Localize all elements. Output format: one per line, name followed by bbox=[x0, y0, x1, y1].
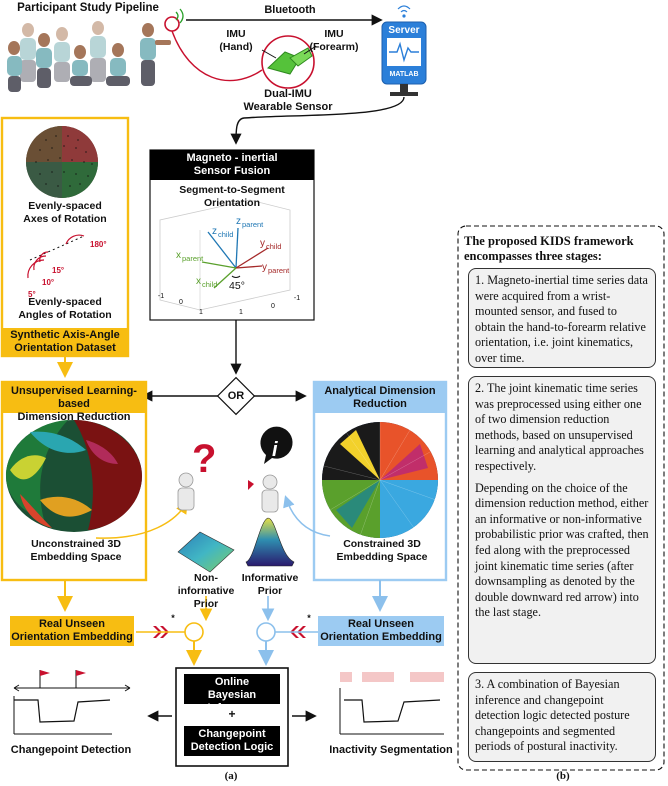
unconstrained-embedding-blob bbox=[6, 420, 142, 532]
kids-stage-2: 2. The joint kinematic time series was p… bbox=[468, 376, 656, 664]
svg-text:child: child bbox=[266, 242, 281, 251]
downsample-star: * bbox=[307, 613, 311, 623]
plot-tick: -1 bbox=[293, 295, 301, 302]
imu-forearm-label: IMU (Forearm) bbox=[309, 28, 359, 53]
svg-text:child: child bbox=[202, 280, 217, 289]
fusion-title: Magneto - inertial Sensor Fusion bbox=[150, 150, 314, 180]
participant-figures bbox=[7, 21, 171, 92]
svg-text:parent: parent bbox=[182, 254, 204, 263]
bayes-title: Online Bayesian Inference bbox=[184, 674, 280, 714]
rotation-axes-sphere bbox=[26, 126, 98, 198]
angle-mark-180: 180° bbox=[90, 240, 107, 249]
unsupervised-title: Unsupervised Learning-based Dimension Re… bbox=[3, 383, 145, 423]
server-label: Server bbox=[388, 25, 420, 36]
changepoint-detection-label: Changepoint Detection bbox=[10, 744, 132, 756]
plot-tick: 0 bbox=[271, 303, 275, 310]
server-icon bbox=[381, 5, 427, 96]
server-to-fusion-arrow bbox=[230, 96, 405, 145]
angle-45-label: 45° bbox=[229, 280, 245, 292]
bayes-plus: + bbox=[228, 707, 236, 721]
kids-stage-2-detail-text: Depending on the choice of the dimension… bbox=[475, 480, 649, 620]
svg-text:x: x bbox=[176, 250, 181, 261]
svg-text:parent: parent bbox=[242, 220, 264, 229]
svg-text:z: z bbox=[236, 216, 241, 227]
svg-text:parent: parent bbox=[268, 266, 290, 275]
kids-heading: The proposed KIDS framework encompasses … bbox=[464, 234, 634, 263]
caption-a: (a) bbox=[224, 770, 238, 782]
constrained-space-pointer bbox=[283, 495, 331, 537]
bluetooth-label: Bluetooth bbox=[264, 4, 316, 16]
imu-forearm-pointer bbox=[303, 45, 317, 55]
inactivity-segmentation-label: Inactivity Segmentation bbox=[329, 744, 453, 756]
inactivity-plot bbox=[339, 672, 444, 735]
pipeline-title: Participant Study Pipeline bbox=[17, 2, 159, 14]
constrained-embedding-sphere bbox=[322, 422, 438, 538]
left-real-embedding-label: Real Unseen Orientation Embedding bbox=[10, 616, 134, 646]
right-combine-node bbox=[256, 622, 276, 642]
sensor-label: Dual-IMU Wearable Sensor bbox=[243, 88, 333, 113]
kids-stage-1-text: 1. Magneto-inertial time series data wer… bbox=[475, 273, 648, 365]
constrained-space-label: Constrained 3D Embedding Space bbox=[336, 538, 428, 563]
synthetic-dataset-label: Synthetic Axis-Angle Orientation Dataset bbox=[3, 328, 127, 356]
downsample-star: * bbox=[171, 613, 175, 623]
kids-stage-3: 3. A combination of Bayesian inference a… bbox=[468, 672, 656, 762]
non-informative-prior-surface bbox=[177, 531, 235, 573]
imu-hand-pointer bbox=[261, 49, 277, 59]
kids-framework-panel bbox=[457, 225, 665, 771]
right-real-embedding-label: Real Unseen Orientation Embedding bbox=[318, 616, 444, 646]
zoom-connector-line bbox=[171, 30, 263, 82]
angles-of-rotation-label: Evenly-spaced Angles of Rotation bbox=[18, 296, 112, 321]
axes-of-rotation-label: Evenly-spaced Axes of Rotation bbox=[23, 200, 107, 225]
changepoint-plot bbox=[13, 670, 131, 735]
svg-text:y: y bbox=[260, 238, 265, 249]
analytical-title: Analytical Dimension Reduction bbox=[315, 383, 445, 413]
kids-stage-3-text: 3. A combination of Bayesian inference a… bbox=[475, 677, 630, 754]
plot-tick: 1 bbox=[239, 309, 243, 316]
left-combine-node bbox=[184, 622, 204, 642]
svg-text:child: child bbox=[218, 230, 233, 239]
angle-mark-15: 15° bbox=[52, 266, 65, 275]
plot-tick: -1 bbox=[157, 293, 165, 300]
non-informative-prior-label: Non- informative Prior bbox=[177, 572, 235, 610]
svg-text:x: x bbox=[196, 276, 201, 287]
kids-stage-1: 1. Magneto-inertial time series data wer… bbox=[468, 268, 656, 368]
caption-b: (b) bbox=[556, 770, 570, 782]
plot-tick: 1 bbox=[199, 309, 203, 316]
kids-stage-2-text: 2. The joint kinematic time series was p… bbox=[475, 381, 644, 473]
fusion-subtitle: Segment-to-Segment Orientation bbox=[179, 184, 285, 209]
svg-text:?: ? bbox=[192, 437, 216, 481]
question-person-icon: ? bbox=[177, 437, 216, 511]
or-label: OR bbox=[227, 390, 245, 402]
unconstrained-space-label: Unconstrained 3D Embedding Space bbox=[30, 538, 122, 563]
informative-prior-surface bbox=[245, 517, 295, 567]
changepoint-logic-label: Changepoint Detection Logic bbox=[184, 726, 280, 756]
informative-prior-label: Informative Prior bbox=[241, 572, 299, 597]
matlab-label: MATLAB bbox=[389, 71, 419, 78]
info-person-icon: i bbox=[248, 426, 293, 513]
angle-mark-10: 10° bbox=[42, 278, 55, 287]
svg-text:y: y bbox=[262, 262, 267, 273]
svg-text:i: i bbox=[272, 439, 278, 461]
svg-text:z: z bbox=[212, 226, 217, 237]
imu-hand-label: IMU (Hand) bbox=[219, 28, 253, 53]
plot-tick: 0 bbox=[179, 299, 183, 306]
angle-mark-5: 5° bbox=[28, 290, 36, 299]
or-diamond bbox=[216, 376, 256, 416]
rotation-angle-arcs bbox=[27, 234, 85, 279]
wireless-signal-icon bbox=[175, 8, 184, 24]
